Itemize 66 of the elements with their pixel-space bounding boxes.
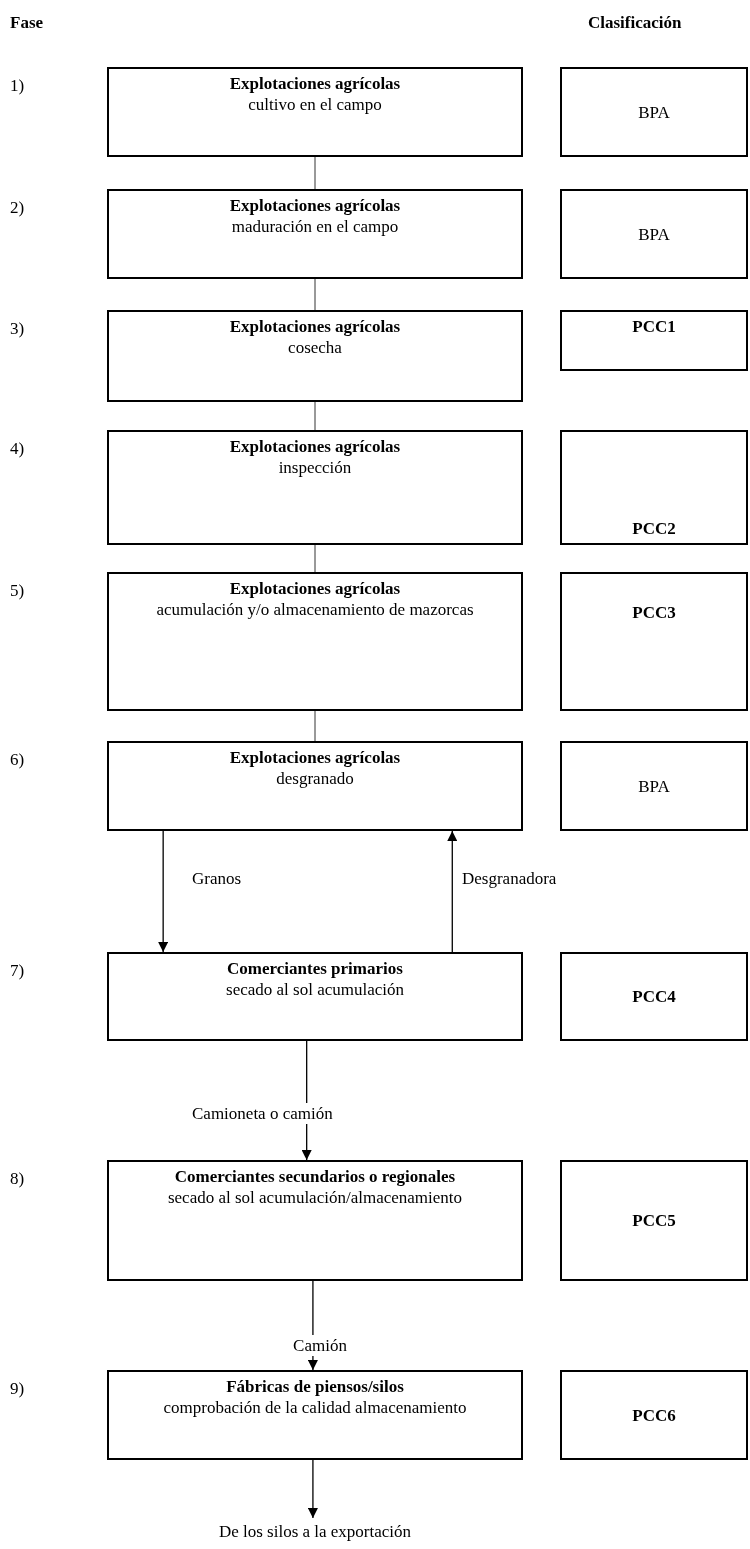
process-box [107, 189, 523, 279]
box-text: PCC5 [631, 1210, 677, 1231]
edge-label: Camión [291, 1335, 349, 1356]
box-text: PCC3 [631, 602, 677, 623]
box-text: cultivo en el campo [247, 94, 383, 115]
box-text: BPA [637, 223, 671, 245]
box-text: secado al sol acumulación [225, 979, 405, 1000]
process-box [107, 572, 523, 711]
box-text: comprobación de la calidad almacenamiento [162, 1397, 468, 1418]
connector-line [314, 710, 316, 742]
box-heading: Explotaciones agrícolas [228, 195, 402, 216]
arrow [447, 830, 458, 953]
connector-line [314, 278, 316, 311]
box-text: BPA [637, 101, 671, 123]
box-text: acumulación y/o almacenamiento de mazorcas [155, 599, 475, 620]
box-heading: Explotaciones agrícolas [228, 747, 402, 768]
box-text: PCC2 [631, 518, 677, 539]
box-text: BPA [637, 775, 671, 797]
connector-line [314, 544, 316, 573]
phase-number: 6) [10, 749, 25, 770]
phase-number: 7) [10, 960, 25, 981]
box-heading: Fábricas de piensos/silos [225, 1376, 405, 1397]
box-text: PCC6 [631, 1404, 677, 1426]
process-box [107, 430, 523, 545]
box-text: secado al sol acumulación/almacenamiento [166, 1187, 464, 1208]
process-box [107, 1370, 523, 1460]
process-box [107, 67, 523, 157]
box-text: PCC4 [631, 986, 677, 1007]
phase-number: 3) [10, 318, 25, 339]
phase-number: 8) [10, 1168, 25, 1189]
process-box [107, 741, 523, 831]
box-text: cosecha [287, 337, 343, 358]
arrow [158, 830, 169, 953]
box-text: inspección [277, 457, 353, 478]
column-heading: Fase [10, 12, 44, 33]
phase-number: 9) [10, 1378, 25, 1399]
box-heading: Explotaciones agrícolas [228, 578, 402, 599]
arrow [307, 1459, 318, 1519]
classification-box [560, 741, 748, 831]
connector-line [314, 156, 316, 190]
box-text: maduración en el campo [230, 216, 400, 237]
process-box [107, 1160, 523, 1281]
box-heading: Explotaciones agrícolas [228, 73, 402, 94]
classification-box [560, 572, 748, 711]
process-box [107, 952, 523, 1041]
box-heading: Comerciantes primarios [226, 958, 404, 979]
box-text: desgranado [275, 768, 355, 789]
classification-box [560, 430, 748, 545]
classification-box [560, 952, 748, 1041]
connector-line [314, 401, 316, 431]
edge-label: Camioneta o camión [190, 1103, 335, 1124]
box-heading: Explotaciones agrícolas [228, 436, 402, 457]
box-text: PCC1 [631, 316, 677, 337]
classification-box [560, 1370, 748, 1460]
classification-box [560, 67, 748, 157]
box-heading: Explotaciones agrícolas [228, 316, 402, 337]
process-box [107, 310, 523, 402]
phase-number: 5) [10, 580, 25, 601]
column-heading: Clasificación [588, 12, 682, 33]
phase-number: 1) [10, 75, 25, 96]
box-heading: Comerciantes secundarios o regionales [173, 1166, 457, 1187]
classification-box [560, 1160, 748, 1281]
classification-box [560, 310, 748, 371]
phase-number: 2) [10, 197, 25, 218]
classification-box [560, 189, 748, 279]
phase-number: 4) [10, 438, 25, 459]
